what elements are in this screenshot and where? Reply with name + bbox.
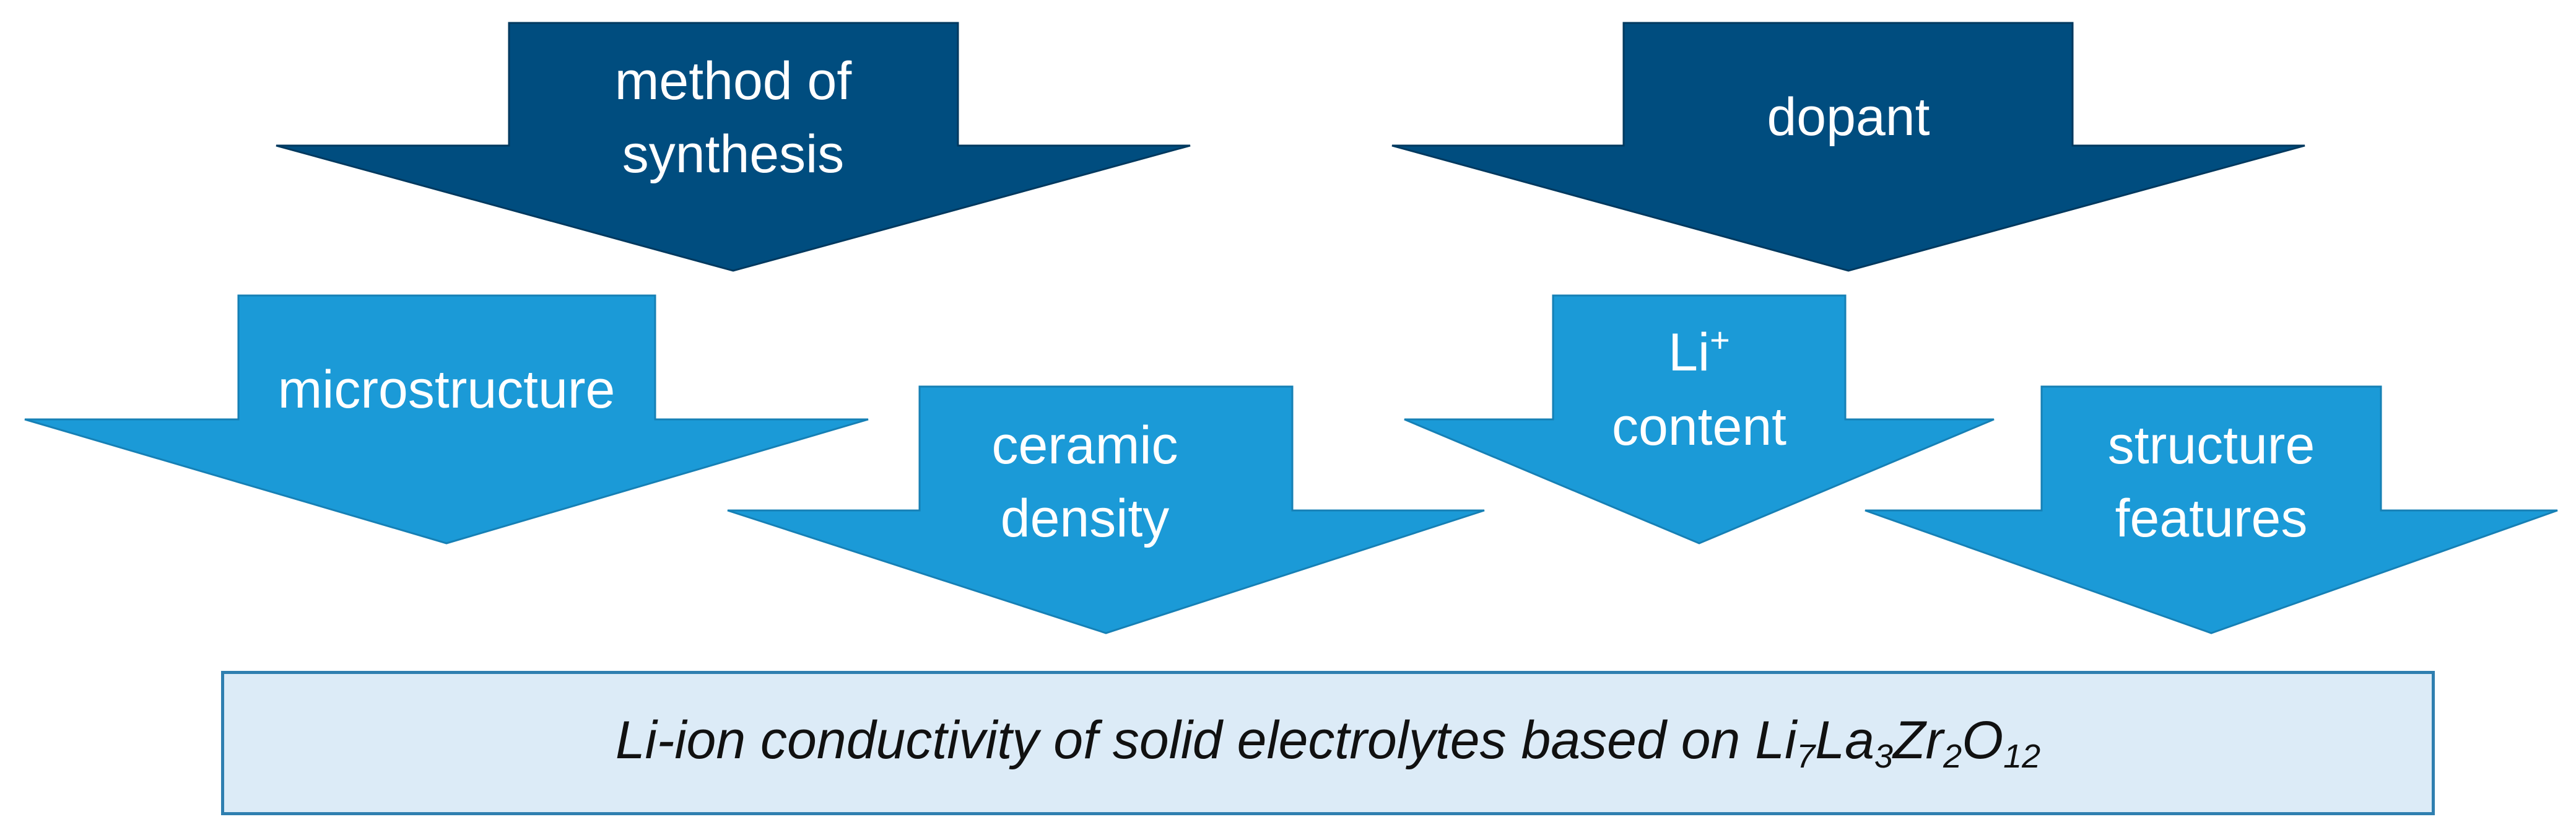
arrow-label-li: Li+ (1668, 320, 1730, 382)
result-sub-o: 12 (2003, 738, 2041, 776)
result-el-zr: Zr (1892, 711, 1944, 771)
arrow-dopant: dopant (1391, 22, 2305, 272)
arrow-label-microstructure: microstructure (278, 360, 616, 419)
arrow-label-ceramic: ceramic (991, 416, 1178, 475)
result-el-la: La (1815, 711, 1874, 771)
result-sub-li: 7 (1796, 738, 1816, 776)
arrow-label-dopant: dopant (1767, 87, 1930, 147)
arrow-label-li-sup: + (1710, 320, 1730, 359)
result-sub-zr: 2 (1943, 738, 1962, 776)
arrow-structure-features: structure features (1865, 385, 2558, 634)
result-el-o: O (1962, 711, 2004, 771)
arrow-ceramic-density: ceramic density (727, 385, 1485, 634)
result-text: Li-ion conductivity of solid electrolyte… (616, 710, 2040, 776)
arrow-label-synthesis: synthesis (622, 125, 845, 184)
arrow-label-structure: structure (2108, 416, 2315, 475)
arrow-microstructure: microstructure (24, 294, 869, 545)
result-prefix: Li-ion conductivity of solid electrolyte… (615, 711, 1797, 771)
arrow-label-content: content (1612, 397, 1786, 457)
result-box: Li-ion conductivity of solid electrolyte… (221, 671, 2435, 815)
arrow-li-content: Li+ content (1404, 294, 1995, 545)
arrow-label-li-base: Li (1668, 323, 1710, 382)
arrow-label-density: density (1001, 489, 1170, 548)
arrow-method-of-synthesis: method of synthesis (276, 22, 1191, 272)
arrow-label-features: features (2115, 489, 2308, 548)
arrow-label-method-of: method of (615, 51, 853, 111)
result-sub-la: 3 (1874, 738, 1893, 776)
